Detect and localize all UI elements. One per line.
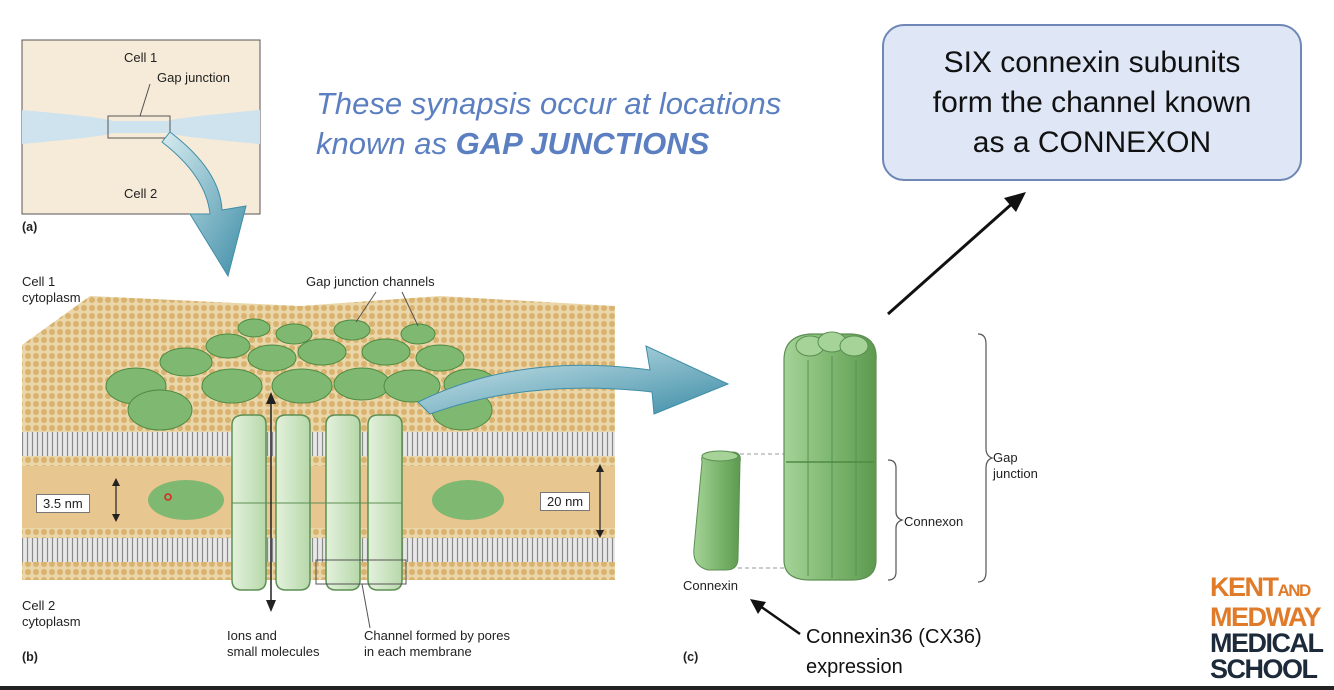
connexon-callout: SIX connexin subunits form the channel k… (882, 24, 1302, 181)
logo-kent: KENT (1210, 572, 1279, 602)
pointer-arrow-to-connexin (759, 604, 801, 636)
connexin-label: Connexin (683, 578, 738, 593)
panel-c-tag: (c) (683, 650, 699, 664)
heading-line-2-bold: GAP JUNCTIONS (455, 126, 710, 161)
logo-line-2: MEDWAY (1210, 602, 1322, 632)
bottom-border (0, 686, 1334, 690)
connexon-domes (105, 318, 497, 431)
panel-a-tag: (a) (22, 220, 38, 234)
junction-width-label: 20 nm (540, 492, 591, 511)
kmms-logo: KENTAND MEDWAY MEDICAL SCHOOL (1210, 574, 1324, 684)
connexon-label: Connexon (904, 514, 964, 529)
panel-b-membrane (22, 296, 615, 580)
heading-line-2-prefix: known as (316, 126, 456, 161)
pore-highlight-box (315, 559, 407, 585)
panel-a-gap-junction-label: Gap junction (157, 70, 230, 85)
logo-line-3: MEDICAL (1210, 628, 1324, 658)
heading-line-1: These synapsis occur at locations (316, 86, 782, 121)
panel-a-cell2-label: Cell 2 (124, 186, 158, 201)
pores-label: Channel formed by pores in each membrane (364, 628, 510, 660)
panel-b-cell1-cytoplasm: Cell 1 cytoplasm (22, 274, 81, 306)
panel-a-figure (21, 39, 261, 215)
panel-b-cell2-cytoplasm: Cell 2 cytoplasm (22, 598, 81, 630)
heading-line-2: known as GAP JUNCTIONS (316, 124, 781, 164)
logo-line-1: KENTAND (1210, 574, 1323, 604)
zoom-arrow-a-to-b (161, 131, 247, 278)
pointer-arrow-to-callout (887, 200, 1015, 316)
zoom-arrow-b-to-c (417, 345, 730, 415)
connexin36-note: Connexin36 (CX36) expression (806, 626, 982, 678)
callout-text: SIX connexin subunits form the channel k… (932, 45, 1252, 159)
connexon-stack (783, 331, 877, 581)
gap-junction-channels-label: Gap junction channels (306, 274, 435, 289)
logo-line-4: SCHOOL (1210, 654, 1318, 684)
gap-junction-bracket-label: Gap junction (993, 450, 1038, 482)
ions-label: Ions and small molecules (227, 628, 320, 660)
gap-width-label: 3.5 nm (36, 494, 90, 513)
panel-b-tag: (b) (22, 650, 38, 664)
panel-a-cell1-label: Cell 1 (124, 50, 158, 65)
slide-heading: These synapsis occur at locations known … (316, 84, 781, 164)
logo-and: AND (1277, 581, 1312, 600)
connexin-subunit (693, 450, 741, 571)
